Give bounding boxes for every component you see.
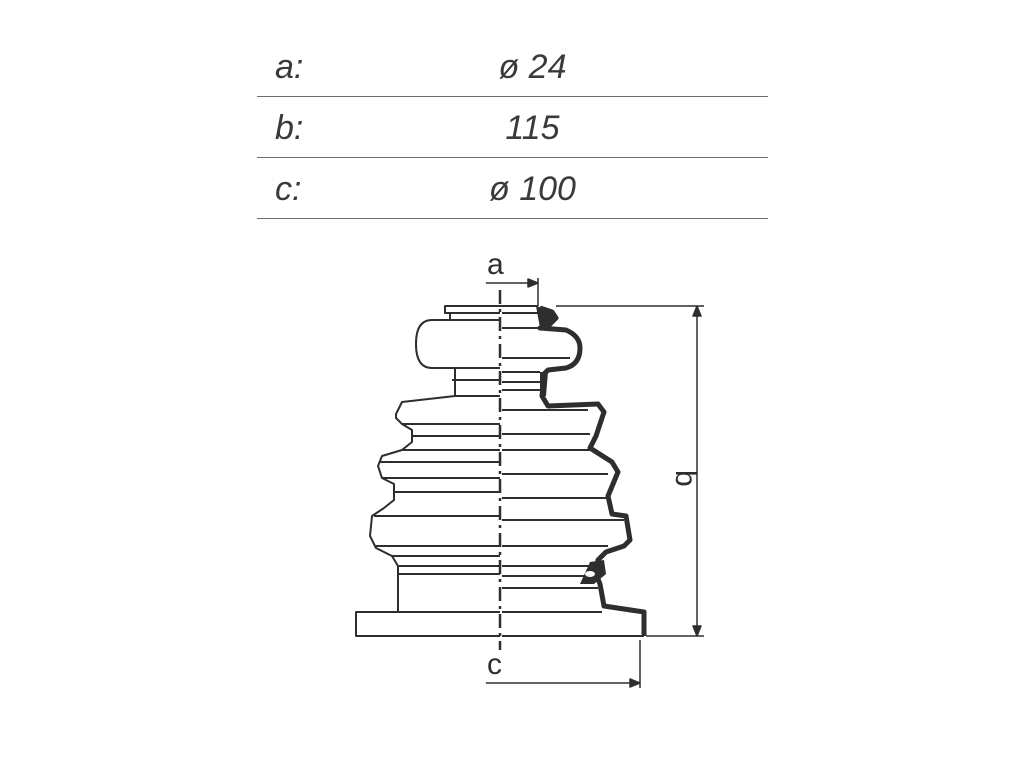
boot-right-half-section — [500, 305, 647, 637]
dimension-value-b: 115 — [505, 109, 560, 147]
dimension-value-c: ø 100 — [489, 170, 576, 208]
dimension-line-b — [556, 305, 704, 637]
dimension-row-a: a: ø 24 — [257, 36, 768, 97]
dimension-label-b: b: — [275, 109, 304, 147]
dimension-line-a — [486, 278, 539, 306]
dimension-label-a: a: — [275, 48, 304, 86]
dimension-label-c: c: — [275, 170, 302, 208]
boot-left-half-outline — [355, 305, 500, 637]
dimension-row-c: c: ø 100 — [257, 158, 768, 219]
dimension-label-drawing-c: c — [487, 648, 502, 681]
dimension-label-drawing-b: b — [669, 470, 702, 487]
dimension-line-c — [486, 640, 641, 688]
dimension-value-a: ø 24 — [498, 48, 567, 86]
dimension-label-drawing-a: a — [487, 248, 504, 281]
dimension-row-b: b: 115 — [257, 97, 768, 158]
dimension-table: a: ø 24 b: 115 c: ø 100 — [257, 36, 768, 219]
